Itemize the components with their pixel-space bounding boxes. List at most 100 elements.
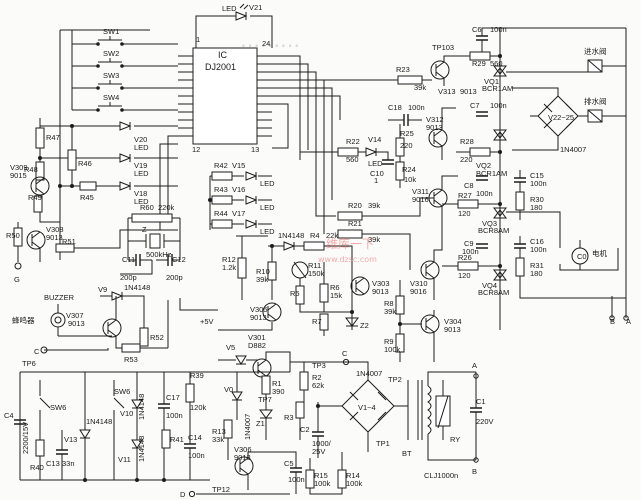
r9-value: 100k <box>384 345 401 354</box>
v310-label: V310 <box>410 279 428 288</box>
c7-value: 100n <box>490 101 507 110</box>
v21-label: V21 <box>249 3 262 12</box>
c4-value: 2200/15V <box>21 422 30 454</box>
c2-value: 1000/ <box>312 439 332 448</box>
r2-value: 62k <box>312 381 324 390</box>
c10-label: C10 <box>370 169 384 178</box>
load-section: 进水阀 排水阀 V22~25 1N4007 C0 电机 B A <box>506 28 631 326</box>
r29-label: R29 <box>472 59 486 68</box>
r31-value: 180 <box>530 269 543 278</box>
v306-label: V306 <box>234 445 252 454</box>
tp3-label: TP3 <box>312 361 326 370</box>
r51-label: R51 <box>62 237 76 246</box>
r39-label: R39 <box>190 371 204 380</box>
r22-label: R22 <box>346 137 360 146</box>
motor-label: 电机 <box>592 248 607 258</box>
c9-label: C9 <box>464 239 474 248</box>
sw6-label: SW6 <box>50 403 66 412</box>
r15-label: R15 <box>314 471 328 480</box>
ic-label: IC <box>218 50 228 60</box>
r14-label: R14 <box>346 471 360 480</box>
v14-label: V14 <box>368 135 381 144</box>
v16-label: V16 <box>232 185 245 194</box>
r31-label: R31 <box>530 261 544 270</box>
v301-label: V301 <box>248 333 266 342</box>
tp1-label: TP1 <box>376 439 390 448</box>
r52-label: R52 <box>150 333 164 342</box>
led-label-top: LED <box>222 4 237 13</box>
r24-label: R24 <box>402 165 416 174</box>
ic-dj2001: IC DJ2001 1 12 13 24 <box>178 35 272 154</box>
r46-label: R46 <box>78 159 92 168</box>
r49-label: R49 <box>28 193 42 202</box>
z2-label: Z2 <box>360 321 369 330</box>
c17-label: C17 <box>166 393 180 402</box>
plus5v-label: +5V <box>200 317 214 326</box>
r40-label: R40 <box>30 463 44 472</box>
r60-value: 220k <box>158 203 175 212</box>
r44-label: R44 <box>214 209 228 218</box>
triac-column: C6 100n R29 560 VQ1 BCR1AM C7 100n R28 2… <box>442 25 626 330</box>
r4-value: 22k <box>326 231 338 240</box>
v304-type: 9013 <box>444 325 461 334</box>
c1-label: C1 <box>476 397 486 406</box>
vq2-type: BCR1AM <box>476 169 507 178</box>
r30-value: 180 <box>530 203 543 212</box>
r10-value: 39k <box>256 275 268 284</box>
clj-label: CLJ1000n <box>424 471 458 480</box>
vq2-label: VQ2 <box>476 161 491 170</box>
r8-value: 39k <box>384 307 396 316</box>
r11-label: R11 <box>308 261 321 270</box>
r21-value: 39k <box>368 235 380 244</box>
vq1-type: BCR1AM <box>482 84 513 93</box>
r27-value: 120 <box>458 209 471 218</box>
v9-type: 1N4148 <box>124 283 150 292</box>
v313-type: 9013 <box>460 87 477 96</box>
r1-value: 390 <box>272 387 285 396</box>
c8-value: 100n <box>476 189 493 198</box>
d4-label: 1N4007 <box>243 414 252 440</box>
v20-led: LED <box>134 143 149 152</box>
c14-label: C14 <box>188 433 202 442</box>
c18-label: C18 <box>388 103 402 112</box>
v313-label: V313 <box>438 87 456 96</box>
c16-value: 100n <box>530 245 547 254</box>
z1-label: Z1 <box>256 419 265 428</box>
d-1n4148-mid: 1N4148 <box>278 231 304 240</box>
r21-label: R21 <box>348 219 362 228</box>
ic-pin1: 1 <box>196 35 200 44</box>
ry-label: RY <box>450 435 460 444</box>
v311-label: V311 <box>412 187 429 196</box>
power-supply-section: TP6 C4 2200/15V SW6 R40 C13 33n V13 1N41… <box>4 333 494 499</box>
c11-value: 200p <box>120 273 137 282</box>
c2-voltage: 25V <box>312 447 325 456</box>
c6-value: 100n <box>490 25 507 34</box>
c-terminal-psu: C <box>342 349 348 358</box>
v308-label: V308 <box>46 225 64 234</box>
r20-value: 39k <box>368 201 380 210</box>
r28-label: R28 <box>460 137 474 146</box>
v304-label: V304 <box>444 317 462 326</box>
ic-part: DJ2001 <box>205 62 236 72</box>
sw1-label: SW1 <box>103 27 119 36</box>
r28-value: 220 <box>460 155 473 164</box>
c12-label: C12 <box>172 255 186 264</box>
psu-bridge-label: V1~4 <box>358 403 376 412</box>
c16-label: C16 <box>530 237 544 246</box>
v15-label: V15 <box>232 161 245 170</box>
b-terminal-right: B <box>610 317 615 326</box>
v306-type: 9013 <box>234 453 251 462</box>
mid-analog-section: 1N4148 R4 22k R10 39k R11 150k R5 R6 15k… <box>200 220 462 362</box>
c11-label: C11 <box>122 255 135 264</box>
r9-label: R9 <box>384 337 394 346</box>
left-driver-section: R47 R48 R46 R45 V309 9015 R49 R50 V308 9… <box>6 118 178 284</box>
buzzer-cn-label: 蜂鸣器 <box>12 315 35 325</box>
ic-pin13: 13 <box>251 145 259 154</box>
c18-value: 100n <box>408 103 425 112</box>
r3-label: R3 <box>284 413 294 422</box>
sw4-label: SW4 <box>103 93 119 102</box>
c13-label: C13 <box>46 459 60 468</box>
v309-label: V309 <box>10 163 28 172</box>
r29-value: 560 <box>490 59 503 68</box>
r47-label: R47 <box>46 133 60 142</box>
